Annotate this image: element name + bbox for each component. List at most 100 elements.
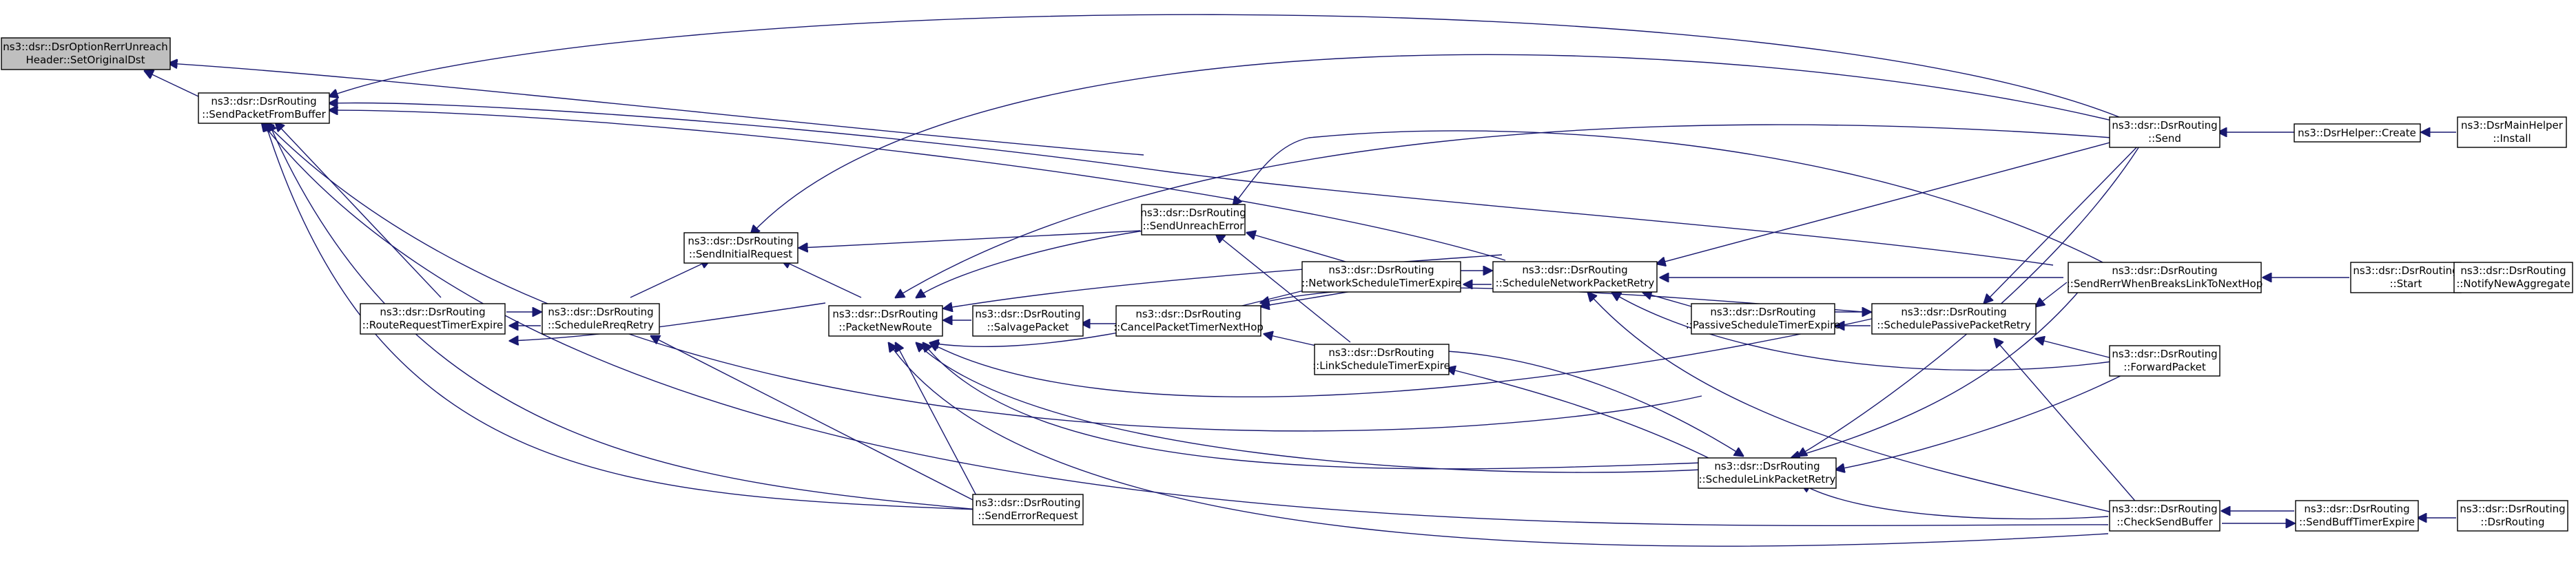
node-linkscheduletimerexpire[interactable]: ns3::dsr::DsrRouting ::LinkScheduleTimer… — [1312, 344, 1450, 375]
node-line: ns3::dsr::DsrRouting — [975, 308, 1080, 320]
nodes: ns3::dsr::DsrOptionRerrUnreach Header::S… — [1, 37, 2573, 532]
node-schedulenetworkpacketretry[interactable]: ns3::dsr::DsrRouting ::ScheduleNetworkPa… — [1492, 261, 1658, 293]
node-dsrhelpercreate[interactable]: ns3::DsrHelper::Create — [2294, 123, 2421, 143]
edge-checksendbuffer-to-schedulenetwork — [1588, 293, 2116, 514]
node-line: ns3::dsr::DsrRouting — [2112, 264, 2217, 277]
node-line: ::PassiveScheduleTimerExpire — [1686, 319, 1841, 331]
node-sendinitialrequest[interactable]: ns3::dsr::DsrRouting ::SendInitialReques… — [683, 232, 798, 264]
edge-send-to-schedulenetwork — [1657, 140, 2116, 264]
node-sendrerrwhenbreakslinktonexthop[interactable]: ns3::dsr::DsrRouting ::SendRerrWhenBreak… — [2067, 262, 2263, 293]
edge-networkschedule-to-sendunreacherror — [1247, 233, 1351, 264]
node-line: ::LinkScheduleTimerExpire — [1312, 359, 1450, 372]
node-dsrmainhelperinstall[interactable]: ns3::DsrMainHelper ::Install — [2457, 116, 2567, 148]
edge-linkschedule-to-sendunreacherror — [1216, 234, 1351, 343]
edge-schedulelinkpacketretry-to-packetnewroute — [923, 343, 1702, 470]
node-line: ::RouteRequestTimerExpire — [362, 319, 504, 331]
node-line: ::SendRerrWhenBreaksLinkToNextHop — [2067, 278, 2263, 290]
node-networkscheduletimerexpire[interactable]: ns3::dsr::DsrRouting ::NetworkScheduleTi… — [1301, 261, 1461, 293]
edge-schedulelink-to-linkschedule — [1447, 368, 1716, 462]
node-line: ns3::dsr::DsrRouting — [2460, 503, 2565, 515]
node-line: ::PacketNewRoute — [838, 321, 931, 333]
node-line: ::NotifyNewAggregate — [2456, 278, 2570, 290]
node-senderrorrequest[interactable]: ns3::dsr::DsrRouting ::SendErrorRequest — [972, 494, 1084, 525]
node-line: ns3::dsr::DsrRouting — [211, 95, 316, 107]
node-schedulelinkpacketretry[interactable]: ns3::dsr::DsrRouting ::ScheduleLinkPacke… — [1698, 457, 1837, 489]
node-dsrroutingctor[interactable]: ns3::dsr::DsrRouting ::DsrRouting — [2457, 500, 2568, 532]
node-line: ::ScheduleRreqRetry — [548, 319, 654, 331]
edges — [145, 14, 2456, 547]
node-line: ::CheckSendBuffer — [2116, 516, 2213, 528]
node-passivescheduletimerexpire[interactable]: ns3::dsr::DsrRouting ::PassiveScheduleTi… — [1686, 303, 1841, 335]
edge-linkschedule-to-schedulelink — [1446, 351, 1743, 456]
edge-schedulenetworkpacketretry-to-sendpacketfrombuffer — [329, 110, 1506, 261]
edge-checksendbuffer-to-packetnewroute — [889, 343, 2109, 547]
node-line: ns3::dsr::DsrRouting — [380, 306, 485, 318]
edge-passiveschedule-to-schedulenetwork — [1643, 293, 1692, 307]
node-line: ::SendPacketFromBuffer — [202, 108, 326, 121]
edge-schedulenetworkpacketretry-to-packetnewroute — [944, 254, 1503, 309]
node-sendpacketfrombuffer[interactable]: ns3::dsr::DsrRouting ::SendPacketFromBuf… — [198, 92, 330, 124]
node-line: ns3::DsrHelper::Create — [2298, 127, 2416, 139]
edge-cancelpacket-to-packetnewroute — [930, 289, 1310, 346]
edge-sendunreacherror-to-packetnewroute — [916, 230, 1144, 297]
edge-linkschedule-to-cancelpacket — [1264, 334, 1317, 346]
node-line: ns3::dsr::DsrRouting — [688, 235, 793, 247]
node-line: ::Install — [2493, 132, 2531, 145]
node-line: ns3::dsr::DsrRouting — [1901, 306, 2006, 318]
node-line: ns3::dsr::DsrRouting — [2304, 503, 2409, 515]
edge-forwardpacket-to-schedulelink — [1836, 371, 2130, 470]
edge-send-to-sendinitialrequest — [751, 54, 2112, 234]
node-line: ns3::dsr::DsrRouting — [548, 306, 653, 318]
node-routerequesttimerexpire[interactable]: ns3::dsr::DsrRouting ::RouteRequestTimer… — [360, 303, 506, 335]
node-line: ns3::DsrMainHelper — [2461, 119, 2564, 132]
edge-sendrerr-to-schedulelink — [1791, 289, 2081, 458]
node-line: ::CancelPacketTimerNextHop — [1113, 321, 1264, 333]
node-sendbufftimerexpire[interactable]: ns3::dsr::DsrRouting ::SendBuffTimerExpi… — [2295, 500, 2419, 532]
node-line: ::ScheduleLinkPacketRetry — [1699, 473, 1836, 485]
node-start[interactable]: ns3::dsr::DsrRouting ::Start — [2350, 262, 2462, 293]
node-line: ::SendBuffTimerExpire — [2299, 516, 2415, 528]
edge-checksendbuffer-to-schedulelink — [1802, 484, 2109, 520]
node-cancelpackettimernexthop[interactable]: ns3::dsr::DsrRouting ::CancelPacketTimer… — [1113, 305, 1264, 337]
node-line: ns3::dsr::DsrRouting — [1714, 460, 1820, 472]
node-setoriginaldst[interactable]: ns3::dsr::DsrOptionRerrUnreach Header::S… — [1, 37, 171, 70]
node-line: ::Send — [2148, 132, 2181, 145]
edge-schedulepassive-to-packetnewroute — [930, 316, 1882, 397]
edge-forwardpacket-to-schedulenetwork — [1612, 293, 2112, 371]
node-line: ::SendErrorRequest — [978, 510, 1078, 522]
node-line: Header::SetOriginalDst — [25, 54, 145, 66]
node-schedulepassivepacketretry[interactable]: ns3::dsr::DsrRouting ::SchedulePassivePa… — [1871, 303, 2037, 335]
node-line: ::SchedulePassivePacketRetry — [1877, 319, 2031, 331]
edge-senderrorrequest-to-packetnewroute — [896, 343, 979, 500]
edge-checksendbuffer-to-sendpacketfrombuffer — [262, 123, 2109, 527]
node-sendunreacherror[interactable]: ns3::dsr::DsrRouting ::SendUnreachError — [1140, 204, 1246, 236]
node-line: ns3::dsr::DsrRouting — [1135, 308, 1241, 320]
node-checksendbuffer[interactable]: ns3::dsr::DsrRouting ::CheckSendBuffer — [2109, 500, 2220, 532]
node-line: ::ForwardPacket — [2123, 361, 2206, 373]
node-line: ns3::dsr::DsrRouting — [2112, 348, 2217, 360]
node-line: ns3::dsr::DsrRouting — [2353, 264, 2458, 277]
node-packetnewroute[interactable]: ns3::dsr::DsrRouting ::PacketNewRoute — [828, 305, 943, 337]
edge-sendrerr-to-sendunreacherror — [1233, 130, 2109, 266]
edge-forwardpacket-to-schedulepassive — [2036, 339, 2112, 359]
node-send[interactable]: ns3::dsr::DsrRouting ::Send — [2109, 116, 2220, 148]
node-line: ns3::dsr::DsrRouting — [1140, 207, 1246, 219]
node-line: ns3::dsr::DsrRouting — [1710, 306, 1815, 318]
node-line: ns3::dsr::DsrRouting — [2460, 264, 2566, 277]
node-line: ::DsrRouting — [2480, 516, 2544, 528]
node-line: ::SalvagePacket — [987, 321, 1069, 333]
node-line: ns3::dsr::DsrRouting — [832, 308, 938, 320]
node-line: ns3::dsr::DsrRouting — [2112, 503, 2217, 515]
edge-schedulelink-to-packetnewroute — [916, 343, 1702, 473]
node-line: ::ScheduleNetworkPacketRetry — [1496, 277, 1655, 289]
node-line: ::Start — [2390, 278, 2422, 290]
node-line: ::SendInitialRequest — [689, 248, 792, 260]
node-salvagepacket[interactable]: ns3::dsr::DsrRouting ::SalvagePacket — [972, 305, 1084, 337]
edge-send-to-sendpacketfrombuffer — [329, 14, 2136, 125]
node-forwardpacket[interactable]: ns3::dsr::DsrRouting ::ForwardPacket — [2109, 345, 2220, 377]
node-schedulerreqretry[interactable]: ns3::dsr::DsrRouting ::ScheduleRreqRetry — [542, 303, 660, 335]
node-line: ns3::dsr::DsrRouting — [2112, 119, 2217, 132]
edge-sendrerr-to-sendpacketfrombuffer — [329, 103, 2054, 266]
node-notifynewaggregate[interactable]: ns3::dsr::DsrRouting ::NotifyNewAggregat… — [2453, 262, 2573, 293]
